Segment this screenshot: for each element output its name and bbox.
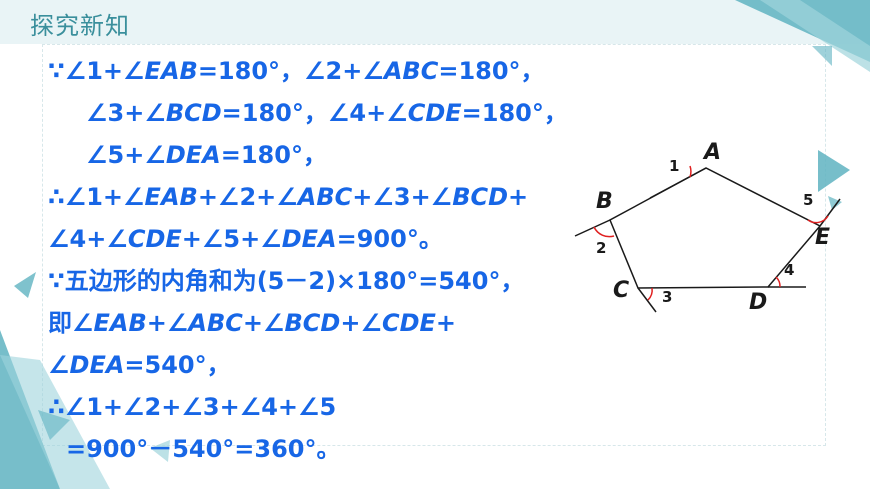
- proof-line-9: ∴∠1+∠2+∠3+∠4+∠5: [48, 393, 337, 421]
- text-segment: ∴∠1+∠: [48, 183, 145, 211]
- angle-name: BCD: [452, 183, 509, 211]
- angle-name: ABC: [383, 57, 439, 85]
- vertex-label-e: E: [815, 225, 830, 250]
- angle-name: EAB: [144, 183, 198, 211]
- text-segment: =180°，: [220, 141, 327, 169]
- text-segment: +∠: [146, 309, 189, 337]
- top-right-stripe-2: [760, 0, 870, 72]
- proof-line-4: ∴∠1+∠EAB+∠2+∠ABC+∠3+∠BCD+: [48, 182, 528, 212]
- angle-name: DEA: [281, 225, 337, 253]
- pentagon: [609, 167, 822, 289]
- text-segment: +∠2+∠: [197, 183, 298, 211]
- proof-line-1: ∵∠1+∠EAB=180°，∠2+∠ABC=180°，: [48, 56, 545, 86]
- angle-label-1: 1: [669, 157, 679, 175]
- vertex-label-b: B: [596, 189, 613, 214]
- angle-arc-3: [647, 287, 653, 301]
- text-segment: =180°，∠4+∠: [221, 99, 408, 127]
- extension-line-1: [649, 167, 707, 199]
- proof-line-5: ∠4+∠CDE+∠5+∠DEA=900°。: [48, 224, 443, 254]
- bottom-triangle: [150, 440, 170, 462]
- text-segment: ∠3+∠: [86, 99, 166, 127]
- angle-name: EAB: [144, 57, 198, 85]
- text-segment: ∵∠1+∠: [48, 57, 145, 85]
- text-segment: +∠3+∠: [352, 183, 453, 211]
- text-segment: ∠4+∠: [48, 225, 128, 253]
- extension-line-2: [574, 219, 611, 237]
- proof-line-3: ∠5+∠DEA=180°，: [86, 140, 327, 170]
- left-triangle: [14, 272, 36, 298]
- proof-line-7: 即∠EAB+∠ABC+∠BCD+∠CDE+: [48, 308, 456, 338]
- text-segment: +: [508, 183, 529, 211]
- top-right-triangle: [812, 46, 832, 66]
- extension-line-5: [819, 198, 841, 227]
- angle-name: CDE: [407, 99, 462, 127]
- text-segment: =900°。: [336, 225, 443, 253]
- text-segment: +: [435, 309, 457, 337]
- text-segment: +∠: [340, 309, 382, 337]
- proof-line-2: ∠3+∠BCD=180°，∠4+∠CDE=180°，: [86, 98, 568, 128]
- angle-label-5: 5: [803, 191, 813, 209]
- angle-name: DEA: [69, 351, 125, 379]
- angle-name: DEA: [165, 141, 221, 169]
- vertex-label-a: A: [702, 140, 721, 165]
- right-triangle-2: [828, 196, 842, 210]
- text-segment: =180°，: [438, 57, 545, 85]
- text-segment: ∠5+∠: [86, 141, 166, 169]
- text-segment: =540°，: [124, 351, 231, 379]
- text-segment: +∠5+∠: [181, 225, 282, 253]
- angle-arc-4: [775, 276, 781, 288]
- content-panel: [42, 44, 826, 446]
- vertex-label-c: C: [613, 278, 629, 303]
- angle-name: ABC: [297, 183, 353, 211]
- proof-line-8: ∠DEA=540°，: [48, 350, 231, 380]
- page-title: 探究新知: [30, 12, 130, 40]
- angle-name: BCD: [165, 99, 222, 127]
- angle-label-3: 3: [662, 288, 672, 306]
- angle-name: ABC: [188, 309, 243, 337]
- angle-arc-2: [593, 226, 615, 238]
- right-triangle-1: [818, 150, 850, 192]
- angle-label-4: 4: [784, 261, 794, 279]
- text-segment: +∠: [242, 309, 285, 337]
- text-segment: =180°，∠2+∠: [197, 57, 384, 85]
- text-segment: ∠: [48, 351, 70, 379]
- angle-name: BCD: [284, 309, 341, 337]
- extension-line-3: [637, 287, 657, 313]
- vertex-label-d: D: [749, 290, 767, 315]
- proof-line-10: =900°－540°=360°。: [66, 435, 341, 463]
- angle-name: CDE: [127, 225, 182, 253]
- angle-label-2: 2: [596, 239, 606, 257]
- angle-name: EAB: [93, 309, 147, 337]
- angle-arc-1: [689, 165, 692, 178]
- header-band: [0, 0, 870, 44]
- text-segment: 即∠: [48, 309, 94, 337]
- text-segment: =180°，: [461, 99, 568, 127]
- proof-line-6: ∵五边形的内角和为(5－2)×180°=540°，: [48, 267, 525, 295]
- bottom-left-triangle: [38, 410, 70, 440]
- angle-name: CDE: [381, 309, 436, 337]
- angle-arc-5: [807, 215, 829, 224]
